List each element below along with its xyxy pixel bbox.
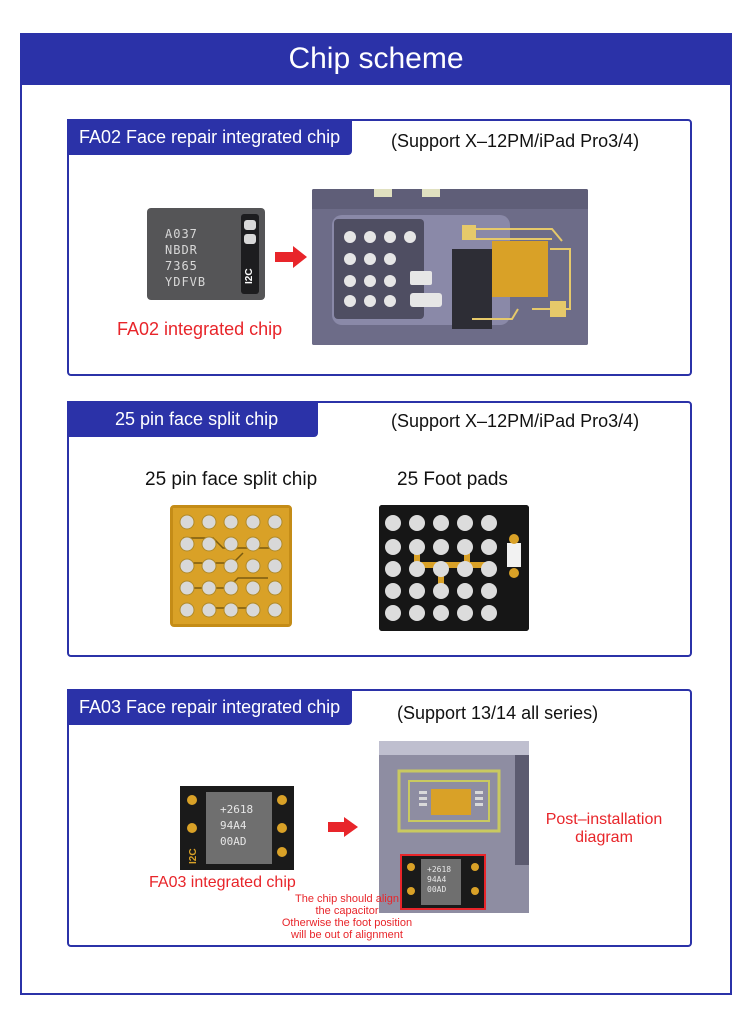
fa02-chip-code: A037 NBDR 7365 YDFVB [165, 227, 207, 289]
post-chip-code: +2618 94A4 00AD [427, 865, 452, 894]
i2c-logo: I2C [244, 268, 255, 284]
25-foot-pads-image [379, 505, 529, 631]
tab-fa03: FA03 Face repair integrated chip [67, 689, 353, 725]
25pin-split-chip-image [170, 505, 292, 627]
fa02-board-image [312, 189, 588, 345]
support-text-fa02: (Support X–12PM/iPad Pro3/4) [391, 131, 640, 151]
fa02-chip-pads: I2C [241, 214, 259, 294]
page-title: Chip scheme [22, 35, 730, 85]
right-chip-label: 25 Foot pads [397, 469, 508, 490]
alignment-note: The chip should align the capacitor Othe… [281, 893, 413, 941]
fa02-chip-image: A037 NBDR 7365 YDFVB I2C [147, 208, 265, 300]
fa03-chip-code: +2618 94A4 00AD [220, 803, 254, 848]
tab-25pin: 25 pin face split chip [67, 401, 319, 437]
post-installation-board-image: +2618 94A4 00AD [379, 741, 529, 913]
board-svg [312, 189, 588, 345]
post-installation-label: Post–installation diagram [545, 811, 663, 846]
fa02-label: FA02 integrated chip [117, 319, 283, 339]
support-text-fa03: (Support 13/14 all series) [397, 703, 599, 723]
left-chip-label: 25 pin face split chip [145, 469, 318, 490]
right-arrow-icon [275, 246, 307, 268]
fa03-label: FA03 integrated chip [149, 874, 296, 891]
section-25pin: 25 pin face split chip (Support X–12PM/i… [67, 401, 692, 657]
tab-fa02: FA02 Face repair integrated chip [67, 119, 353, 155]
i2c-logo: I2C [188, 848, 199, 864]
right-arrow-icon [328, 817, 358, 837]
fa03-chip-image: +2618 94A4 00AD I2C [180, 786, 294, 870]
section-fa02: FA02 Face repair integrated chip (Suppor… [67, 119, 692, 376]
section-fa03: FA03 Face repair integrated chip (Suppor… [67, 689, 692, 947]
support-text-25pin: (Support X–12PM/iPad Pro3/4) [391, 411, 640, 431]
